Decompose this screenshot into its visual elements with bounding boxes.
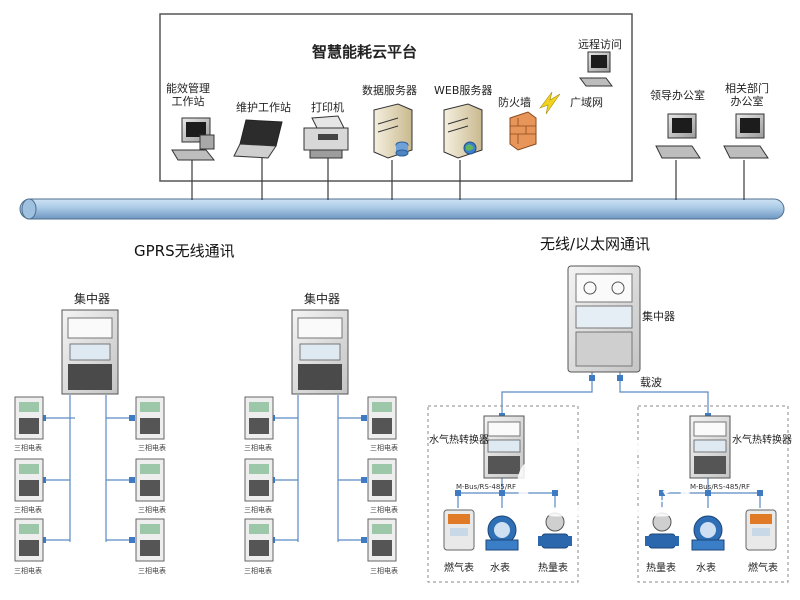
three-phase-meter-icon (244, 458, 274, 502)
converter-right-icon (689, 415, 731, 479)
gprs-concentrator-right-icon (291, 309, 349, 395)
water-meter-left-label: 水表 (490, 563, 510, 574)
maint-workstation-label: 维护工作站 (236, 101, 291, 114)
water-meter-right-icon (691, 515, 725, 551)
meter-label: 三相电表 (244, 506, 272, 514)
right-sub-box (637, 405, 789, 583)
meter-r4 (367, 396, 397, 444)
lightning-icon (539, 91, 561, 115)
meter-label: 三相电表 (14, 506, 42, 514)
meter-l6 (135, 518, 165, 566)
meter-label: 三相电表 (138, 567, 166, 575)
heat-meter-right-icon (645, 512, 679, 549)
dept-pc-icon (723, 113, 769, 159)
converter-left-icon (483, 415, 525, 479)
three-phase-meter-icon (367, 518, 397, 562)
gprs-title: GPRS无线通讯 (134, 242, 235, 260)
mgmt-workstation-label: 能效管理 工作站 (166, 82, 210, 108)
three-phase-meter-icon (14, 458, 44, 502)
left-sub-box (427, 405, 579, 583)
gas-meter-right-label: 燃气表 (748, 563, 778, 574)
meter-label: 三相电表 (14, 567, 42, 575)
carrier-label: 载波 (640, 376, 662, 389)
meter-l3 (14, 518, 44, 566)
db-server-label: 数据服务器 (362, 84, 417, 97)
wan-label: 广域网 (570, 96, 603, 109)
leader-pc-icon (655, 113, 701, 159)
leader-office-label: 领导办公室 (650, 89, 705, 102)
web-server-label: WEB服务器 (434, 84, 493, 97)
water-meter-right-label: 水表 (696, 563, 716, 574)
meter-label: 三相电表 (370, 567, 398, 575)
database-server-icon (373, 103, 413, 159)
firewall-icon (509, 111, 537, 151)
firewall-label: 防火墙 (498, 96, 531, 109)
meter-r3 (244, 518, 274, 566)
three-phase-meter-icon (135, 458, 165, 502)
three-phase-meter-icon (14, 518, 44, 562)
converter-left-label: 水气热转换器 (429, 435, 489, 446)
meter-l5 (135, 458, 165, 506)
meter-l1 (14, 396, 44, 444)
heat-meter-left-label: 热量表 (538, 563, 568, 574)
meter-r1 (244, 396, 274, 444)
gprs-concentrator-left-label: 集中器 (74, 292, 111, 306)
watermark-en: YUNCB.COM (594, 498, 694, 512)
watermark-cloud-icon (517, 432, 690, 517)
network-bus (19, 198, 785, 220)
meter-l2 (14, 458, 44, 506)
meter-label: 三相电表 (244, 567, 272, 575)
meter-r2 (244, 458, 274, 506)
meter-l4 (135, 396, 165, 444)
meter-r5 (367, 458, 397, 506)
meter-label: 三相电表 (14, 444, 42, 452)
gas-meter-right-icon (745, 509, 777, 551)
gas-meter-left-label: 燃气表 (444, 563, 474, 574)
converter-right-label: 水气热转换器 (732, 435, 792, 446)
ethernet-concentrator-label: 集中器 (642, 310, 675, 323)
gprs-concentrator-left-icon (61, 309, 119, 395)
three-phase-meter-icon (135, 518, 165, 562)
water-meter-left-icon (485, 515, 519, 551)
ethernet-title: 无线/以太网通讯 (540, 235, 651, 253)
bus-right-label: M-Bus/RS-485/RF (690, 483, 751, 491)
remote-pc-icon (579, 51, 613, 87)
three-phase-meter-icon (244, 518, 274, 562)
mgmt-pc-icon (171, 117, 216, 161)
watermark-cn: 云抄表 (584, 460, 692, 500)
gprs-concentrator-right-label: 集中器 (304, 292, 341, 306)
meter-label: 三相电表 (138, 506, 166, 514)
meter-label: 三相电表 (244, 444, 272, 452)
laptop-icon (233, 119, 283, 159)
three-phase-meter-icon (14, 396, 44, 440)
three-phase-meter-icon (135, 396, 165, 440)
three-phase-meter-icon (367, 458, 397, 502)
gas-meter-left-icon (443, 509, 475, 551)
bus-left-label: M-Bus/RS-485/RF (456, 483, 517, 491)
meter-r6 (367, 518, 397, 566)
meter-label: 三相电表 (370, 506, 398, 514)
platform-title: 智慧能耗云平台 (312, 43, 418, 61)
remote-access-label: 远程访问 (578, 38, 622, 51)
heat-meter-left-icon (538, 512, 572, 549)
web-server-icon (443, 103, 483, 159)
three-phase-meter-icon (244, 396, 274, 440)
platform-box (159, 13, 633, 182)
meter-label: 三相电表 (138, 444, 166, 452)
heat-meter-right-label: 热量表 (646, 563, 676, 574)
meter-label: 三相电表 (370, 444, 398, 452)
ethernet-concentrator-icon (567, 265, 641, 373)
dept-office-label: 相关部门 办公室 (725, 82, 769, 108)
printer-label: 打印机 (311, 101, 344, 114)
printer-icon (303, 115, 349, 159)
three-phase-meter-icon (367, 396, 397, 440)
